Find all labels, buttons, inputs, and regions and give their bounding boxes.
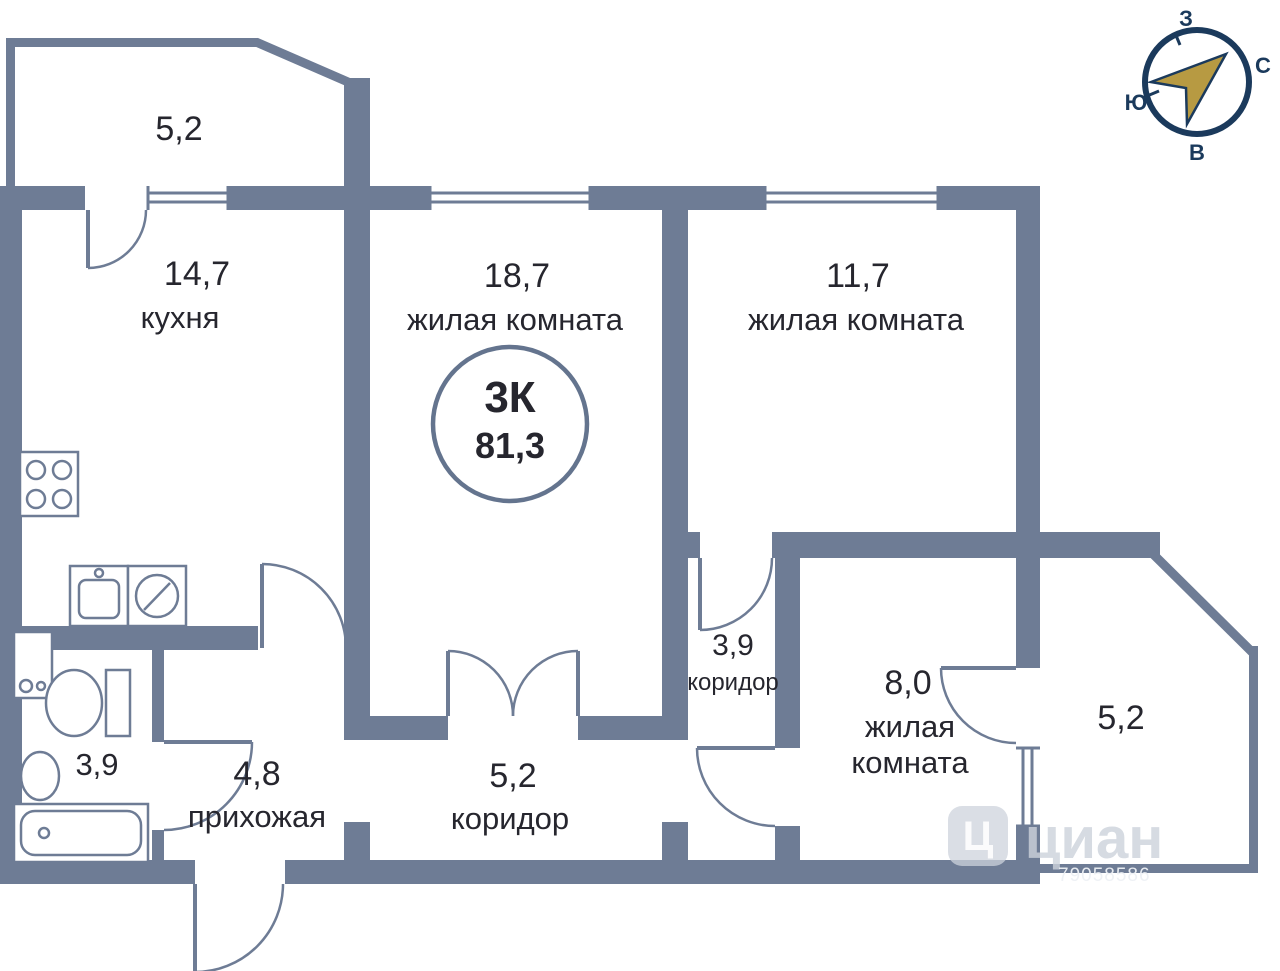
washbasin-icon (19, 750, 61, 802)
balcony-right-chamfer-wall (1148, 549, 1256, 656)
room18-double-door (446, 649, 580, 717)
room18-window (428, 186, 592, 210)
room11-name-label: жилая комната (748, 302, 965, 337)
fixtures (12, 450, 188, 864)
watermark-number-label: 79058586 (1058, 865, 1151, 886)
entrance-door (193, 883, 285, 971)
hallway-area-label: 4,8 (233, 755, 280, 793)
toilet-icon (44, 668, 132, 738)
compass-tick (1146, 89, 1160, 98)
watermark-brand-label: циан (1025, 806, 1164, 871)
compass-north-arrow-icon (1146, 51, 1229, 129)
corridor52-name-label: коридор (451, 801, 569, 836)
room8-area-label: 8,0 (884, 664, 931, 702)
watermark: Ц циан 79058586 (948, 806, 1163, 886)
room8-name-line2: комната (851, 745, 969, 780)
total-area-label: 81,3 (475, 425, 545, 466)
kitchen-door (260, 562, 348, 649)
doors (86, 209, 1017, 971)
walls-thick (0, 78, 1160, 884)
room8-name-line1: жилая (865, 709, 955, 744)
kitchen-balcony-door (86, 209, 148, 270)
bathroom-area-label: 3,9 (75, 747, 118, 782)
kitchen-name-label: кухня (141, 300, 220, 335)
watermark-logo-letter: Ц (963, 812, 994, 859)
compass-east-label: В (1189, 140, 1205, 165)
room8-balcony-door (939, 666, 1017, 745)
room8-door (695, 746, 776, 828)
compass-south-label: Ю (1125, 90, 1148, 115)
compass-tick (1173, 32, 1182, 46)
apartment-type-label: 3К (484, 373, 535, 422)
hallway-name-label: прихожая (188, 799, 326, 834)
compass-north-label: С (1255, 53, 1271, 78)
vent-unit-icon (126, 564, 188, 628)
stove-icon (18, 450, 80, 518)
bathroom-sink-icon (12, 630, 54, 700)
windows (146, 186, 1040, 828)
kitchen-window (146, 186, 230, 210)
balcony-right-area-label: 5,2 (1097, 699, 1144, 737)
compass-west-label: З (1179, 6, 1193, 31)
corridor39-area-label: 3,9 (712, 629, 754, 662)
bathroom-door (163, 740, 254, 832)
balcony-top-chamfer-wall (254, 37, 350, 87)
summary-circle (430, 344, 590, 504)
corridor39-name-label: коридор (687, 669, 779, 696)
summary-badge: 3К 81,3 (430, 344, 590, 504)
corridor52-area-label: 5,2 (489, 757, 536, 795)
bathtub-icon (12, 802, 150, 864)
room18-area-label: 18,7 (484, 257, 550, 295)
compass: З С Ю В (1125, 6, 1271, 165)
kitchen-sink-icon (68, 564, 130, 628)
balcony-top-area-label: 5,2 (155, 110, 202, 148)
room11-window (763, 186, 940, 210)
room11-area-label: 11,7 (826, 257, 890, 295)
room-labels: 5,2 14,7 кухня 18,7 жилая комната 11,7 ж… (75, 110, 1144, 836)
room11-door (698, 557, 774, 632)
room18-name-label: жилая комната (407, 302, 624, 337)
watermark-logo-icon (948, 806, 1008, 866)
kitchen-area-label: 14,7 (164, 255, 230, 293)
room8-balcony-window (1016, 746, 1040, 828)
